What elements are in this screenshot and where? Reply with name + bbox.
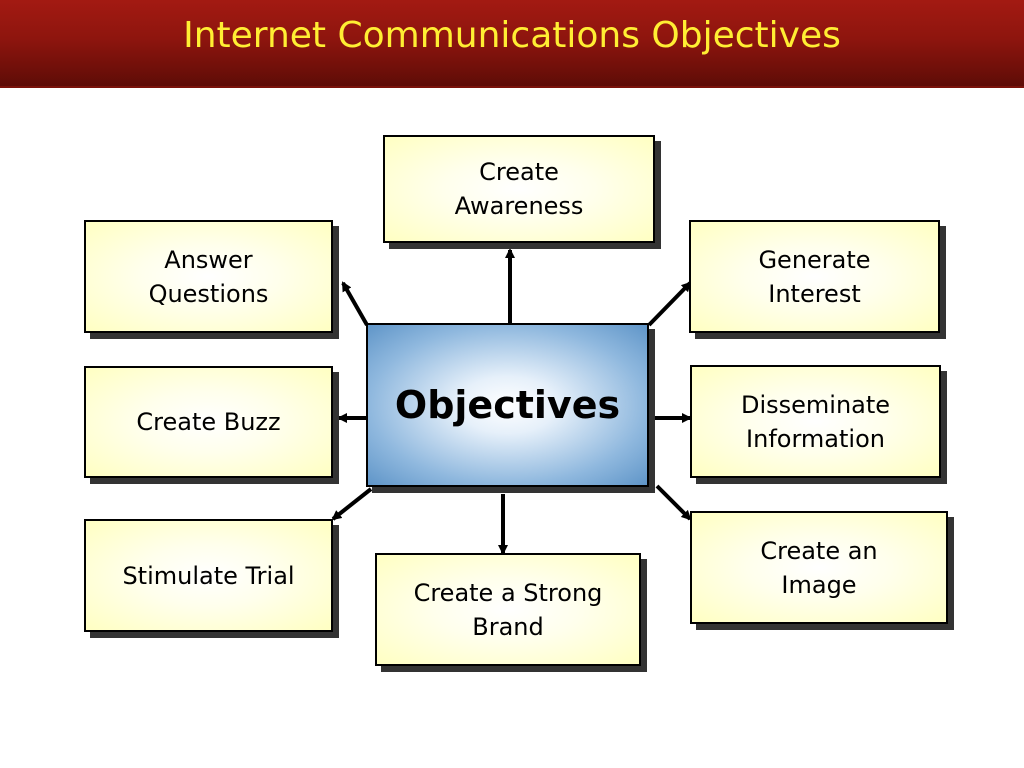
node-label: Create an Image — [760, 536, 878, 599]
arrow-to-create-image — [655, 484, 692, 521]
arrow-to-generate-interest — [647, 281, 692, 327]
arrow-to-stimulate-trial — [331, 487, 373, 521]
node-label: Create Awareness — [454, 158, 584, 220]
node-create-awareness: Create Awareness — [383, 135, 655, 243]
node-create-strong-brand: Create a Strong Brand — [375, 553, 641, 666]
node-answer-questions: Answer Questions — [84, 220, 333, 333]
node-create-buzz: Create Buzz — [84, 366, 333, 478]
node-create-image: Create an Image — [690, 511, 948, 624]
page-title: Internet Communications Objectives — [183, 15, 841, 56]
node-label: Answer Questions — [148, 245, 269, 308]
node-label: Create a Strong Brand — [413, 578, 603, 641]
node-label: Generate Interest — [758, 245, 871, 308]
node-label: Create Buzz — [136, 408, 281, 436]
node-stimulate-trial: Stimulate Trial — [84, 519, 333, 632]
node-label: Stimulate Trial — [122, 561, 295, 590]
node-disseminate-information: Disseminate Information — [690, 365, 941, 478]
title-bar: Internet Communications Objectives — [0, 0, 1024, 88]
center-label: Objectives — [394, 383, 621, 427]
center-objectives-box: Objectives — [366, 323, 649, 487]
node-label: Disseminate Information — [740, 390, 891, 453]
node-generate-interest: Generate Interest — [689, 220, 940, 333]
arrow-to-answer-questions — [341, 281, 369, 326]
